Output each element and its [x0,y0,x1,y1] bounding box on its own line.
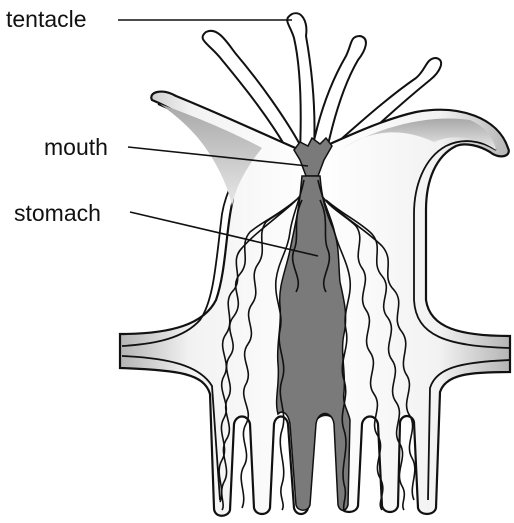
tentacle-label: tentacle [6,8,87,31]
anemone-body [120,92,510,516]
mouth-label: mouth [44,136,108,159]
stomach-label: stomach [14,202,101,225]
